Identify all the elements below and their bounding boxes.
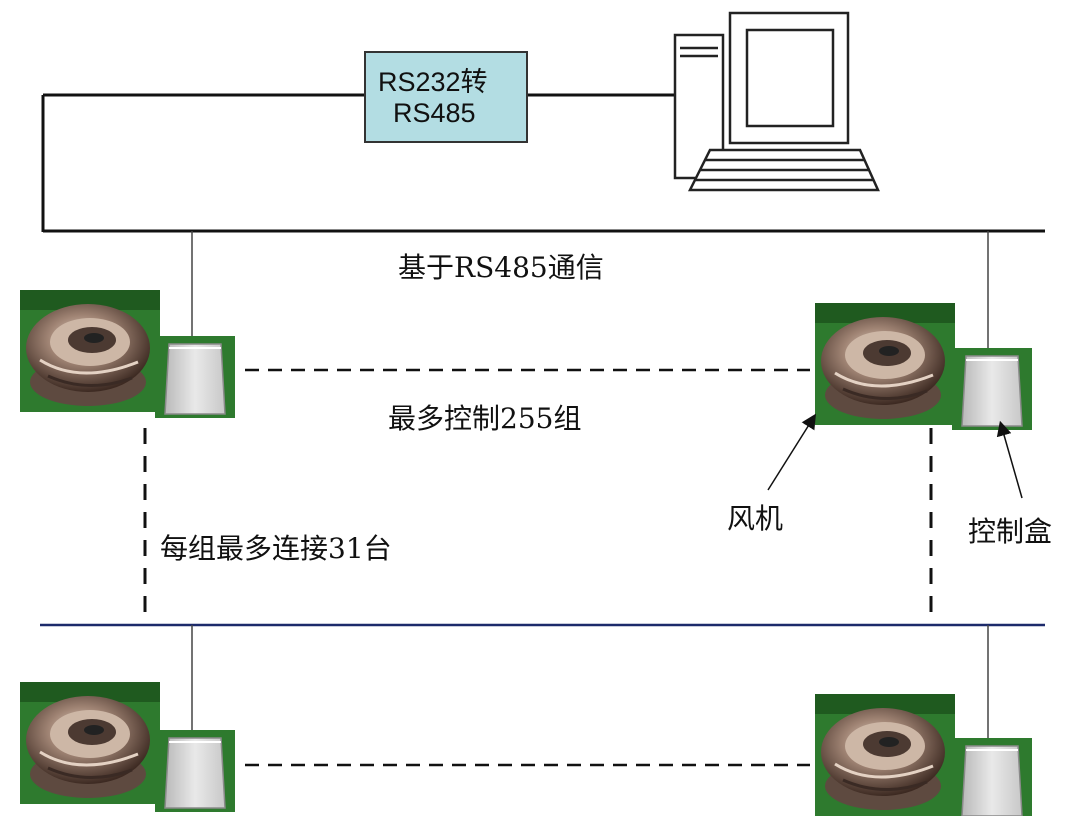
max-groups-label: 最多控制255组 — [388, 402, 582, 435]
converter-label-line1: RS232转 — [378, 67, 488, 97]
fan-icon — [813, 692, 957, 816]
upper-bus — [41, 93, 1045, 233]
fan-icon — [18, 680, 162, 806]
bus-label: 基于RS485通信 — [398, 251, 604, 284]
control-box-icon — [951, 347, 1033, 431]
computer-icon — [673, 11, 880, 192]
control-box-icon — [951, 737, 1033, 816]
fan-label: 风机 — [727, 502, 784, 535]
per-group-label: 每组最多连接31台 — [160, 532, 392, 565]
fan-icon — [813, 301, 957, 427]
converter-box — [364, 51, 528, 143]
control-box-label: 控制盒 — [968, 515, 1053, 548]
converter-label-line2: RS485 — [393, 98, 476, 128]
control-box-icon — [154, 729, 236, 813]
fan-icon — [18, 288, 162, 414]
control-box-icon — [154, 335, 236, 419]
